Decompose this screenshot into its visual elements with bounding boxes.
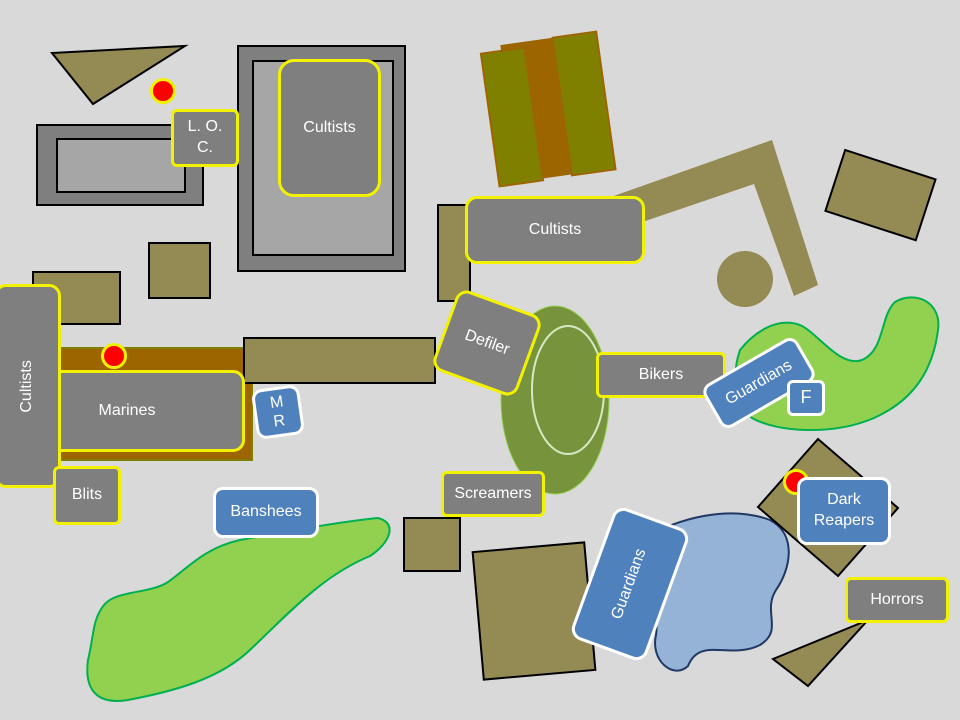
crate-olive-left (479, 46, 545, 188)
ruin-block-bottom-small (403, 517, 461, 572)
crate-olive-right (551, 30, 617, 177)
ruin-triangle-bottom (771, 619, 869, 688)
unit-cultists-mid[interactable]: Cultists (465, 196, 645, 264)
unit-cultists-left[interactable]: Cultists (0, 284, 61, 488)
unit-banshees[interactable]: Banshees (213, 487, 319, 538)
building-left-inner (56, 138, 186, 193)
unit-bikers[interactable]: Bikers (596, 352, 726, 398)
unit-cultists-top[interactable]: Cultists (278, 59, 381, 197)
objective-left[interactable] (101, 343, 127, 369)
ruin-long-block (243, 337, 436, 384)
ruin-round (717, 251, 773, 307)
objective-top[interactable] (150, 78, 176, 104)
unit-horrors[interactable]: Horrors (845, 577, 949, 623)
ruin-block-small-1 (148, 242, 211, 299)
ruin-triangle-top (49, 44, 189, 106)
unit-screamers[interactable]: Screamers (441, 471, 545, 517)
unit-cultists-left-label: Cultists (18, 359, 36, 413)
ruin-block-tall (437, 204, 471, 302)
unit-dark-reapers[interactable]: Dark Reapers (797, 477, 891, 545)
hill-inner (531, 325, 605, 455)
unit-guardians-bottom-label: Guardians (608, 546, 650, 622)
ruin-block-top-right (824, 148, 937, 242)
forest-bottom-left (86, 516, 391, 702)
unit-blits[interactable]: Blits (53, 466, 121, 525)
forest-right (734, 296, 940, 431)
ruin-wall-l (560, 140, 818, 296)
unit-loc[interactable]: L. O. C. (171, 109, 239, 167)
unit-f[interactable]: F (787, 380, 825, 416)
unit-mr[interactable]: M R (250, 383, 306, 441)
